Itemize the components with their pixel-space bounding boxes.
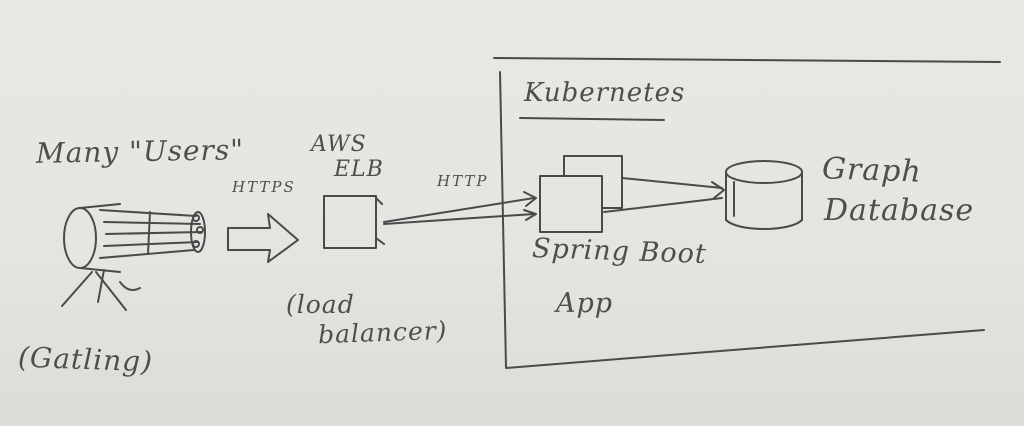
gatling-label: (Gatling) xyxy=(17,340,154,379)
spring-boot-label-line2: App xyxy=(556,288,614,319)
load-balancer-label-line2: balancer) xyxy=(317,315,448,350)
cylinder-icon xyxy=(725,160,803,230)
kubernetes-label: Kubernetes xyxy=(524,78,686,108)
graph-database-label-line2: Database xyxy=(824,193,975,228)
spring-boot-label-line1: Spring Boot xyxy=(531,232,708,271)
load-balancer-label-line1: (load xyxy=(286,290,355,319)
load-balancer-box xyxy=(323,195,377,249)
kubernetes-boundary xyxy=(499,71,985,369)
spring-app-box-front xyxy=(539,175,603,233)
elb-label: ELB xyxy=(334,157,384,182)
graph-database-label-line1: Graph xyxy=(821,151,923,190)
users-label: Many "Users" xyxy=(35,133,245,170)
gatling-gun-icon xyxy=(61,203,206,311)
block-arrow-icon xyxy=(227,213,299,263)
https-label: HTTPS xyxy=(232,178,296,196)
http-label: HTTP xyxy=(437,172,489,190)
aws-label: AWS xyxy=(311,132,367,157)
